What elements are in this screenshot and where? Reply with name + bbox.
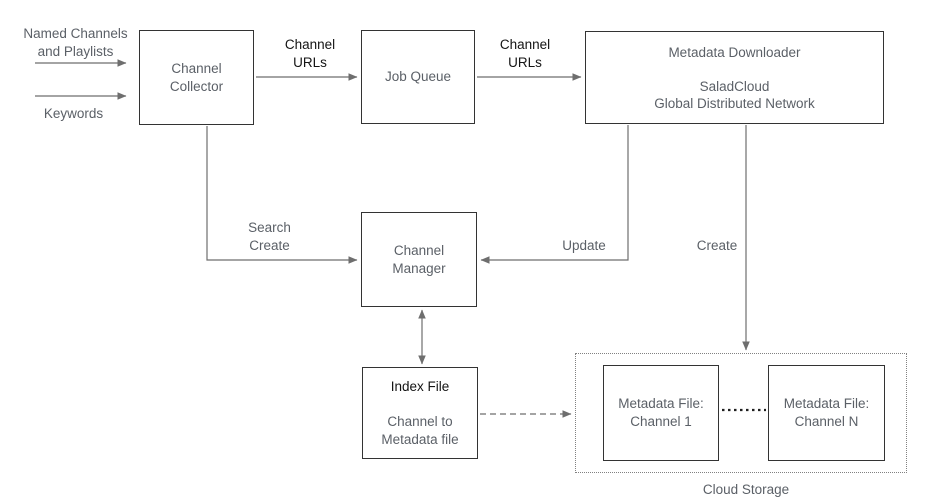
node-channel-manager-label: Channel Manager bbox=[392, 242, 446, 276]
node-metadata-file-channel-n: Metadata File: Channel N bbox=[768, 365, 885, 461]
node-job-queue: Job Queue bbox=[361, 30, 475, 124]
label-update: Update bbox=[562, 238, 606, 253]
cloud-storage-container bbox=[575, 353, 907, 473]
node-metadata-file-channel-n-label: Metadata File: Channel N bbox=[783, 396, 870, 429]
node-metadata-file-channel-1: Metadata File: Channel 1 bbox=[603, 365, 719, 461]
node-metadata-file-channel-1-label: Metadata File: Channel 1 bbox=[618, 396, 704, 429]
node-channel-collector: Channel Collector bbox=[139, 30, 254, 125]
label-keywords: Keywords bbox=[43, 106, 104, 121]
node-channel-manager: Channel Manager bbox=[361, 212, 477, 307]
node-metadata-downloader-label: Metadata Downloader SaladCloud Global Di… bbox=[654, 44, 815, 111]
node-job-queue-label: Job Queue bbox=[384, 69, 452, 84]
label-channel-urls-2: Channel URLs bbox=[499, 37, 551, 70]
node-index-file: Index File Channel to Metadata file bbox=[362, 367, 478, 459]
label-search-create: Search Create bbox=[248, 220, 291, 253]
node-index-file-title: Index File bbox=[390, 378, 450, 394]
node-metadata-downloader: Metadata Downloader SaladCloud Global Di… bbox=[585, 31, 884, 124]
label-create: Create bbox=[696, 238, 738, 253]
label-channel-urls-1: Channel URLs bbox=[284, 37, 336, 70]
node-channel-collector-label: Channel Collector bbox=[169, 60, 224, 94]
label-named-channels: Named Channels and Playlists bbox=[23, 26, 128, 59]
label-cloud-storage: Cloud Storage bbox=[702, 482, 790, 497]
node-index-file-subtitle: Channel to Metadata file bbox=[381, 413, 459, 447]
